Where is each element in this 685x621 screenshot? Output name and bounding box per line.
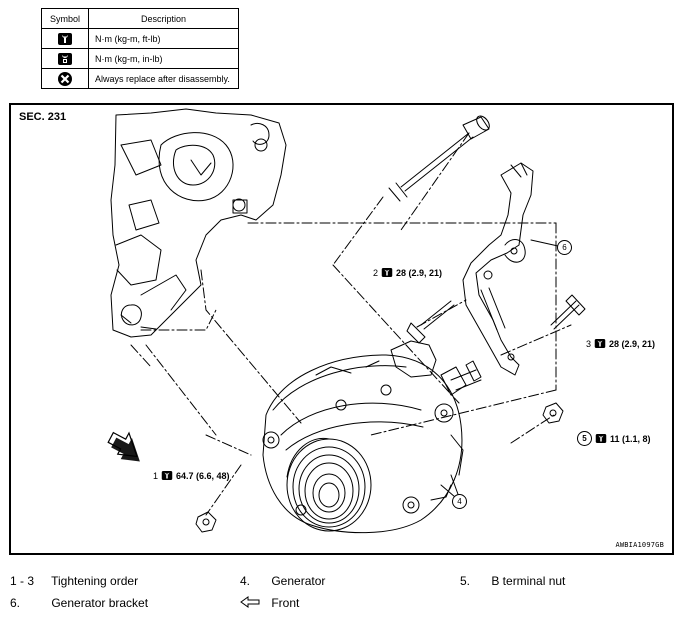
legend-item-tightening: 1 - 3 Tightening order [10,574,138,588]
callout-2-torque: 28 (2.9, 21) [396,267,443,278]
callout-2-number: 2 [373,267,379,278]
generator-bracket [462,162,534,376]
bolt-3 [550,294,586,330]
nut-1 [195,511,217,533]
torque-wrench-icon [594,339,606,348]
leader-4 [440,484,456,498]
callout-1-torque: 64.7 (6.6, 48) [176,470,230,481]
always-replace-icon [41,68,89,89]
long-bolt [388,115,490,202]
torque-wrench-icon [381,268,393,277]
description-header: Description [88,8,239,29]
torque-wrench-small-icon [41,48,89,69]
torque-inlb-description: N·m (kg-m, in-lb) [88,48,239,69]
callout-5-number: 5 [577,431,592,446]
legend-item-front: Front [240,596,299,610]
legend-label: B terminal nut [491,574,566,588]
front-arrow-icon [240,596,268,610]
torque-wrench-icon [161,471,173,480]
leader-6 [530,239,559,247]
torque-wrench-icon [595,434,607,443]
callout-3: 3 28 (2.9, 21) [586,338,655,349]
callout-3-number: 3 [586,338,592,349]
callout-5: 5 11 (1.1, 8) [577,431,651,446]
item-label-4: 4 [452,494,467,509]
symbol-table: Symbol Description N·m (kg-m, ft-lb) N·m… [41,8,239,89]
legend-label: Front [271,596,300,610]
legend-key: 4. [240,574,251,588]
legend-item-b-terminal-nut: 5. B terminal nut [460,574,565,588]
callout-2: 2 28 (2.9, 21) [373,267,442,278]
legend-label: Generator [271,574,326,588]
reference-lines [130,132,572,516]
legend-label: Tightening order [51,574,139,588]
front-arrow-icon [107,431,140,462]
exploded-view-drawing [107,108,586,534]
item-label-6: 6 [557,240,572,255]
generator-body [262,340,482,534]
legend-key: 6. [10,596,21,610]
legend-item-bracket: 6. Generator bracket [10,596,148,610]
bolt-2 [406,300,455,344]
callout-1: 1 64.7 (6.6, 48) [153,470,230,481]
torque-wrench-icon [41,28,89,49]
torque-ftlb-description: N·m (kg-m, ft-lb) [88,28,239,49]
diagram-frame: SEC. 231 [9,103,674,555]
legend-key: 5. [460,574,471,588]
symbol-header: Symbol [41,8,89,29]
figure-code: AWBIA1097GB [615,541,664,549]
callout-3-torque: 28 (2.9, 21) [609,338,656,349]
section-label: SEC. 231 [19,111,67,123]
callout-1-number: 1 [153,470,159,481]
always-replace-description: Always replace after disassembly. [88,68,239,89]
legend-key: 1 - 3 [10,574,35,588]
callout-5-torque: 11 (1.1, 8) [610,433,651,444]
engine-block [110,108,287,338]
b-terminal-nut [542,402,564,424]
legend-item-generator: 4. Generator [240,574,325,588]
legend-label: Generator bracket [51,596,149,610]
